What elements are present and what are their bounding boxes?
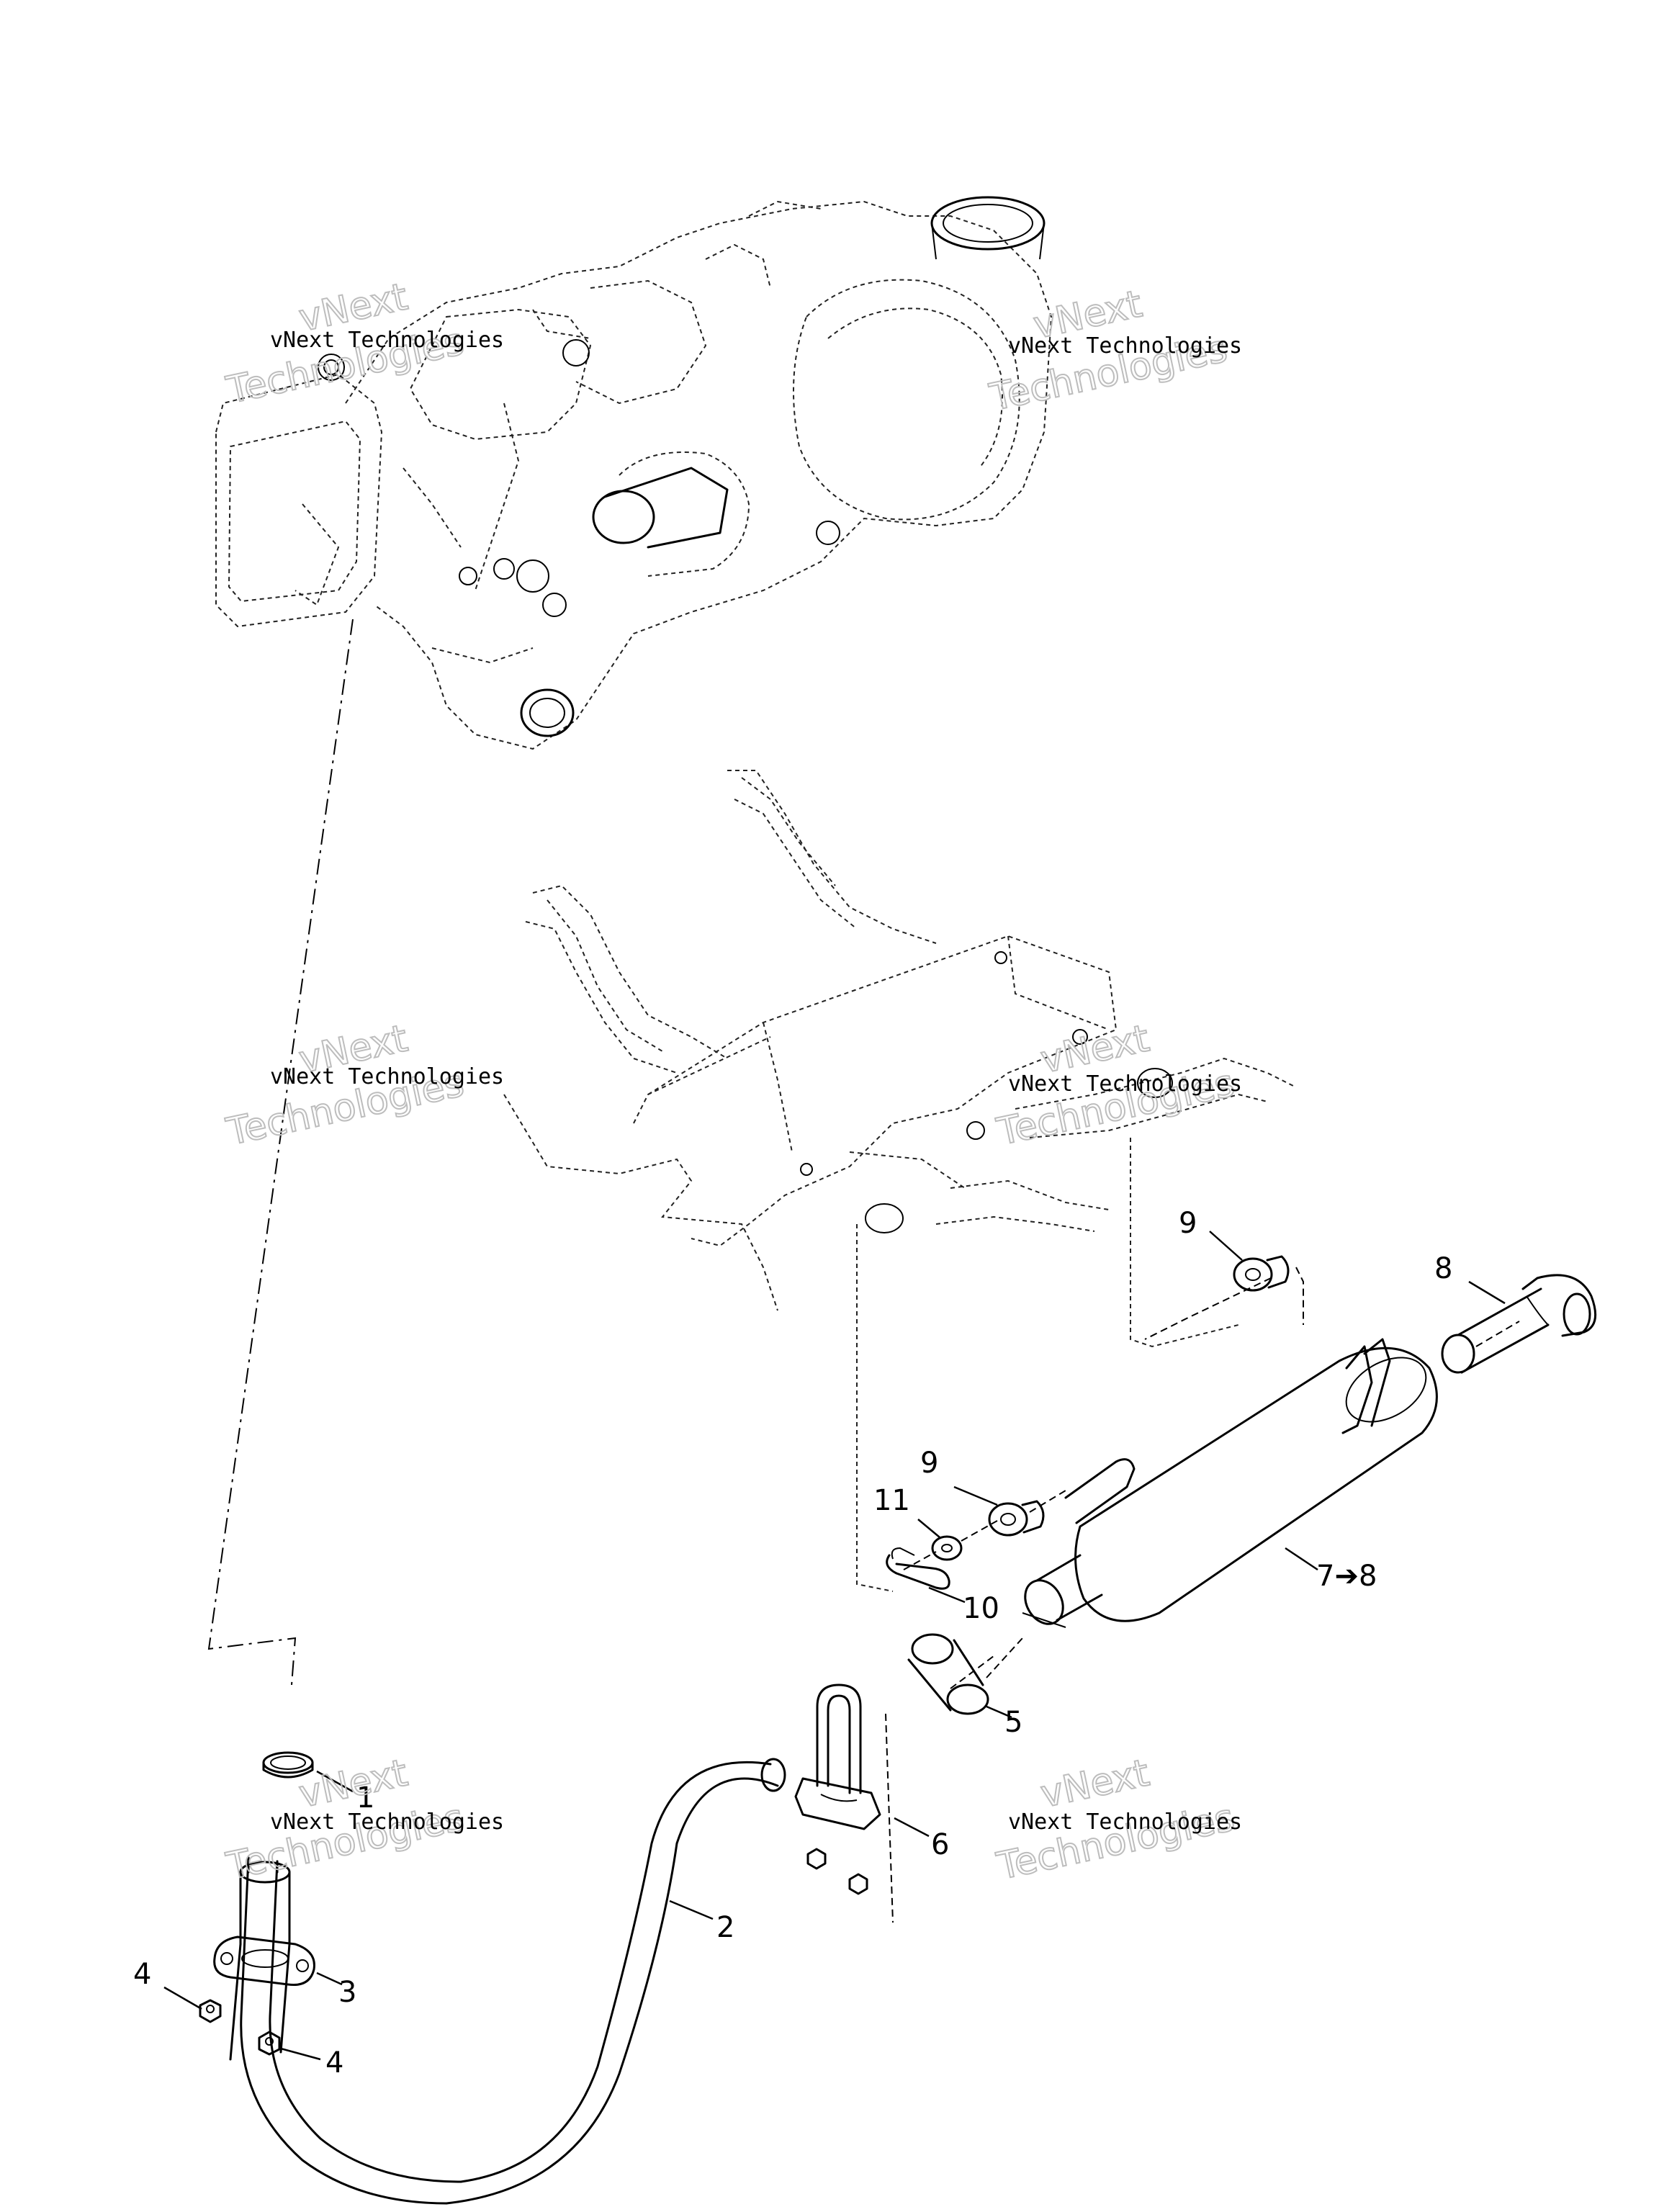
grommet-lower xyxy=(988,1500,1045,1537)
grommet-upper xyxy=(1233,1255,1290,1292)
muffler xyxy=(1022,1338,1438,1628)
callout-6: 6 xyxy=(931,1828,949,1861)
svg-text:vNext Technologies: vNext Technologies xyxy=(270,1809,504,1835)
svg-text:vNext: vNext xyxy=(1037,1751,1153,1816)
callout-7: 7➔8 xyxy=(1316,1560,1377,1593)
svg-text:vNext Technologies: vNext Technologies xyxy=(1008,1809,1242,1835)
frame-crossmember xyxy=(503,770,1297,1592)
callout-11: 11 xyxy=(873,1484,910,1517)
svg-text:vNext Technologies: vNext Technologies xyxy=(270,1064,504,1089)
assembly-line xyxy=(950,1321,1520,1689)
assembly-line xyxy=(1144,1267,1304,1340)
callout-1: 1 xyxy=(356,1781,374,1815)
watermark-bottom-left: vNext Technologies vNext Technologies xyxy=(222,1750,504,1889)
washer xyxy=(931,1535,963,1561)
gasket-ring xyxy=(262,1751,314,1779)
nut-left xyxy=(199,1999,222,2023)
watermark-bottom-right: vNext Technologies vNext Technologies xyxy=(992,1750,1242,1889)
nut-right xyxy=(258,2031,281,2056)
u-clamp xyxy=(794,1683,894,1923)
callout-4-right: 4 xyxy=(325,2046,343,2080)
svg-text:vNext Technologies: vNext Technologies xyxy=(1008,333,1242,359)
centerline xyxy=(207,619,354,1686)
engine-assembly xyxy=(215,196,1053,750)
svg-text:vNext Technologies: vNext Technologies xyxy=(270,328,504,353)
callout-9-upper: 9 xyxy=(1179,1207,1197,1240)
watermark-mid-right: vNext Technologies vNext Technologies xyxy=(992,1016,1242,1154)
callout-3: 3 xyxy=(338,1976,356,2009)
callout-9-lower: 9 xyxy=(920,1447,938,1480)
svg-text:vNext Technologies: vNext Technologies xyxy=(1008,1071,1242,1097)
exhaust-pipe xyxy=(229,1758,786,2205)
callout-10: 10 xyxy=(963,1592,999,1625)
watermark-top-right: vNext Technologies vNext Technologies vN… xyxy=(985,282,1242,420)
callout-5: 5 xyxy=(1004,1706,1022,1739)
exhaust-flange xyxy=(213,1936,315,1987)
leader-lines xyxy=(163,1231,1506,2061)
watermark-mid-left: vNext Technologies vNext Technologies xyxy=(222,1016,504,1154)
watermark-top-left: vNext Technologies vNext Technologies xyxy=(222,274,504,413)
callout-8: 8 xyxy=(1434,1252,1452,1285)
callout-2: 2 xyxy=(716,1911,734,1944)
assembly-line xyxy=(903,1490,1066,1570)
pin-clip xyxy=(886,1547,950,1590)
exhaust-sleeve xyxy=(907,1633,989,1715)
callout-4-left: 4 xyxy=(133,1958,151,1991)
tailpipe xyxy=(1441,1274,1597,1374)
